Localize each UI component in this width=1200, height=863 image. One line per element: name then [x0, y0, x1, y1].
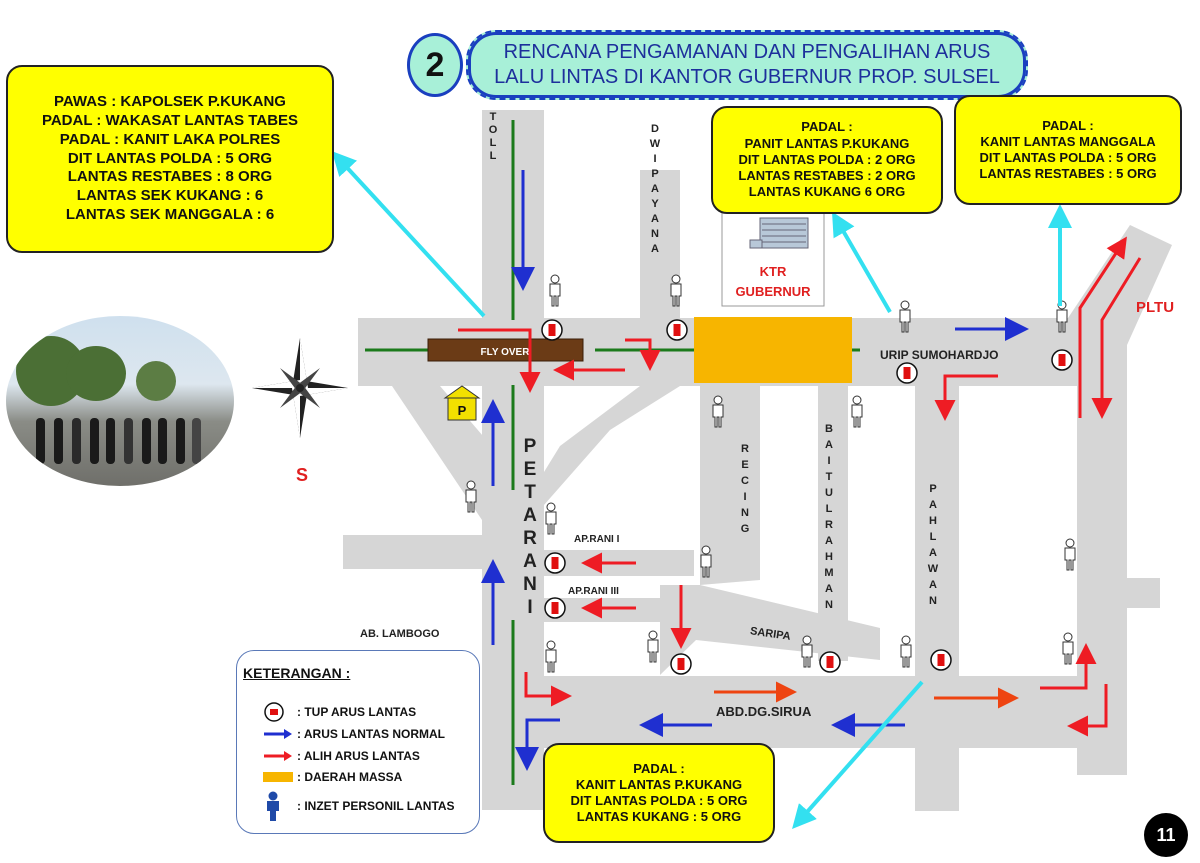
red-arrow-flyover-turn [458, 328, 541, 393]
road-label-ap-rani-1: AP.RANI I [574, 534, 620, 545]
crowd-photo [6, 316, 234, 486]
legend-item-mass: : DAERAH MASSA [263, 768, 402, 786]
ktr-label: KTR [760, 264, 787, 279]
info-line: PAWAS : KAPOLSEK P.KUKANG [54, 93, 286, 111]
road-diagonal-left [392, 386, 514, 520]
legend-item-normal: : ARUS LANTAS NORMAL [263, 725, 445, 743]
legend-label: : ALIH ARUS LANTAS [297, 749, 420, 763]
info-box-bottom: PADAL : KANIT LANTAS P.KUKANG DIT LANTAS… [543, 743, 775, 843]
svg-text:P: P [458, 403, 467, 418]
info-line: LANTAS KUKANG 6 ORG [748, 184, 906, 200]
personnel-icon [267, 791, 279, 821]
red-arrow-petarani-turn [524, 672, 572, 707]
road-label-ap-rani-3: AP.RANI III [568, 586, 619, 597]
compass-icon [252, 338, 348, 438]
info-line: DIT LANTAS POLDA : 5 ORG [67, 149, 273, 167]
info-line: DIT LANTAS POLDA : 5 ORG [570, 793, 748, 808]
legend-label: : ARUS LANTAS NORMAL [297, 727, 445, 741]
title-line-2: LALU LINTAS DI KANTOR GUBERNUR PROP. SUL… [494, 66, 1000, 88]
info-line: KANIT LANTAS P.KUKANG [575, 776, 743, 792]
slide-number-badge: 2 [407, 33, 463, 97]
pointer-lines [331, 151, 1072, 829]
road-lambogo [343, 535, 488, 569]
flyover-label: FLY OVER [481, 347, 531, 358]
road-label-urip: URIP SUMOHARDJO [880, 348, 998, 362]
road-recing [700, 386, 760, 585]
red-arrow-pltu-up [1078, 236, 1127, 418]
title-line-1: RENCANA PENGAMANAN DAN PENGALIHAN ARUS [503, 41, 991, 63]
page-number-badge: 11 [1144, 813, 1188, 857]
red-arrow-dwipayana-turn [625, 338, 661, 371]
info-line: PANIT LANTAS P.KUKANG [744, 135, 910, 151]
info-line: PADAL : [633, 760, 685, 776]
flyover [427, 338, 584, 362]
info-line: PADAL : WAKASAT LANTAS TABES [41, 112, 299, 130]
blue-arrow-icon [264, 729, 292, 739]
info-line: LANTAS RESTABES : 8 ORG [67, 168, 273, 186]
info-line: PADAL : KANIT LAKA POLRES [59, 130, 281, 148]
legend-label: : DAERAH MASSA [297, 770, 403, 784]
page-title: RENCANA PENGAMANAN DAN PENGALIHAN ARUS L… [466, 30, 1028, 100]
red-arrow-east-corner [1040, 643, 1097, 690]
normal-flow-arrows [481, 170, 1029, 771]
road-label-lambogo: AB. LAMBOGO [360, 628, 440, 640]
tup-icon [264, 702, 284, 722]
red-arrow-icon [264, 751, 292, 761]
pltu-label: PLTU [1136, 299, 1174, 316]
red-arrow-south-corner [1067, 684, 1108, 737]
info-line: DIT LANTAS POLDA : 2 ORG [738, 151, 916, 167]
legend-item-divert: : ALIH ARUS LANTAS [263, 747, 420, 765]
info-line: LANTAS KUKANG : 5 ORG [576, 809, 742, 825]
mass-area-icon [263, 772, 293, 782]
mass-area [694, 317, 852, 383]
info-line: PADAL : [1042, 117, 1094, 133]
red-arrow-pahlawan-turn [934, 374, 998, 421]
compass-label: S [296, 465, 308, 485]
road-diagonal-right [544, 386, 680, 505]
governor-office: KTR GUBERNUR [721, 209, 825, 307]
info-line: LANTAS SEK KUKANG : 6 [76, 187, 264, 205]
info-line: PADAL : [801, 119, 853, 135]
legend-label: : TUP ARUS LANTAS [297, 705, 417, 719]
pointer-bottom [792, 680, 924, 829]
road-right-extension [1127, 578, 1160, 608]
blue-arrow-turn-south [515, 718, 560, 771]
pointer-top-center [831, 211, 892, 314]
info-box-top-right: PADAL : KANIT LANTAS MANGGALA DIT LANTAS… [954, 95, 1182, 205]
diversion-arrows [458, 236, 1142, 737]
police-post-icon: P [443, 385, 481, 421]
building-icon [749, 217, 809, 249]
legend: KETERANGAN : : TUP ARUS LANTAS : ARUS LA… [236, 650, 480, 834]
info-line: DIT LANTAS POLDA : 5 ORG [979, 150, 1157, 165]
info-box-top-left: PAWAS : KAPOLSEK P.KUKANG PADAL : WAKASA… [6, 65, 334, 253]
red-arrow-pltu-down [1091, 257, 1142, 419]
legend-title: KETERANGAN : [243, 665, 351, 681]
gubernur-label: GUBERNUR [735, 284, 811, 299]
info-line: LANTAS SEK MANGGALA : 6 [65, 205, 275, 223]
legend-label: : INZET PERSONIL LANTAS [297, 799, 455, 813]
info-box-top-center: PADAL : PANIT LANTAS P.KUKANG DIT LANTAS… [711, 106, 943, 214]
pointer-top-left [331, 151, 486, 318]
legend-item-personnel: : INZET PERSONIL LANTAS [263, 791, 455, 821]
info-line: LANTAS RESTABES : 2 ORG [738, 168, 916, 184]
info-line: LANTAS RESTABES : 5 ORG [979, 166, 1157, 182]
road-pltu [1060, 225, 1172, 380]
road-label-saripa: SARIPA [749, 625, 791, 643]
road-label-sirua: ABD.DG.SIRUA [716, 704, 812, 719]
info-line: KANIT LANTAS MANGGALA [980, 133, 1156, 149]
legend-item-tup: : TUP ARUS LANTAS [263, 702, 417, 722]
